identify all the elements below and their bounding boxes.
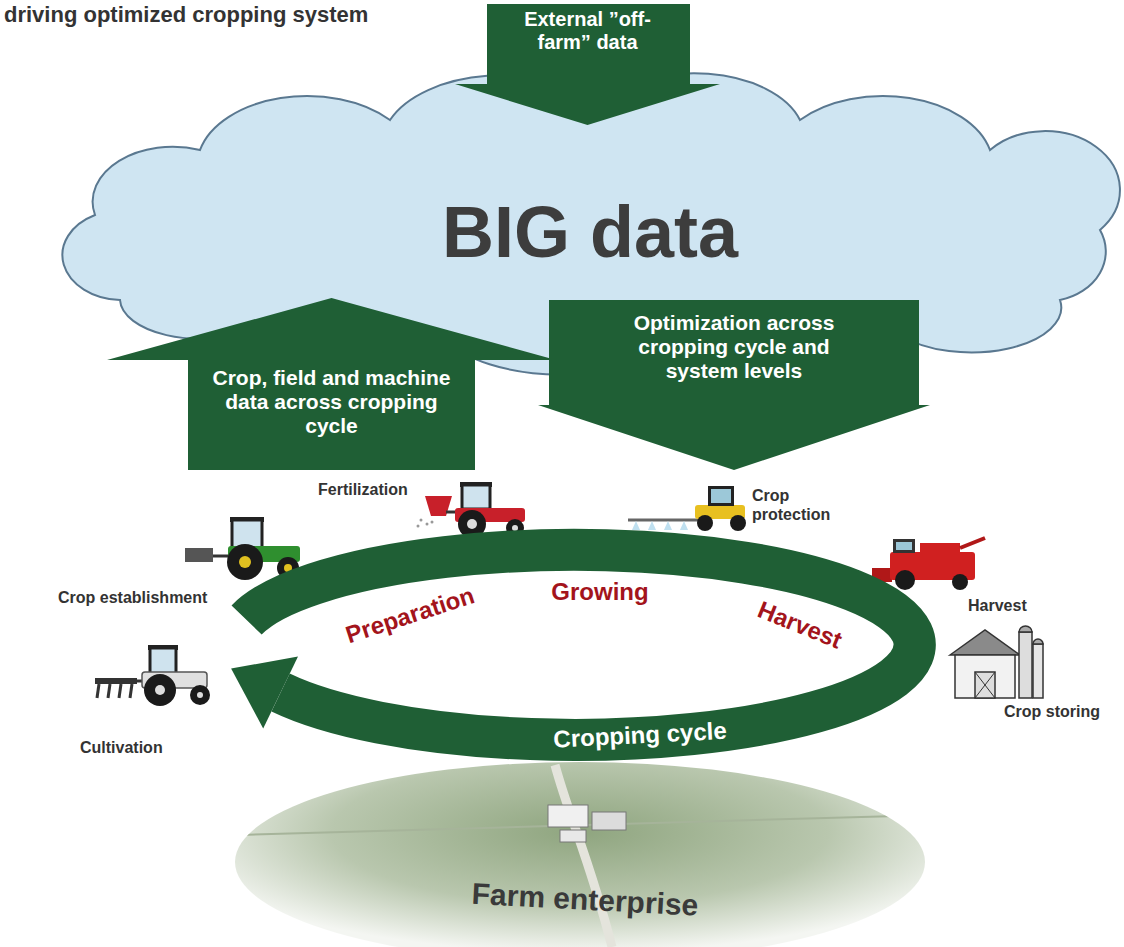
- field-ellipse: [235, 762, 925, 947]
- sprayer-icon-part: [697, 515, 713, 531]
- fertilizer-tractor-icon: [417, 482, 526, 538]
- cycle-arrowhead: [231, 657, 298, 729]
- sprayer-icon-part: [628, 519, 700, 522]
- sprayer-icon-part: [730, 515, 746, 531]
- farm-enterprise-field-outline: [230, 765, 930, 947]
- fertilizer-tractor-icon-part: [467, 519, 477, 529]
- cultivator-tractor-icon-part: [190, 685, 210, 705]
- cultivator-tractor-icon-part: [197, 692, 203, 698]
- field-road: [555, 765, 612, 947]
- fertilizer-tractor-icon-part: [431, 521, 434, 524]
- barn-and-silo-icon-part: [975, 672, 995, 698]
- barn-and-silo-icon-part: [950, 630, 1020, 655]
- diagram-title: driving optimized cropping system: [4, 2, 368, 28]
- fertilizer-tractor-icon-part: [420, 519, 423, 522]
- cultivator-tractor-icon-part: [144, 674, 176, 706]
- sprayer-icon: [628, 486, 746, 531]
- seeding-tractor-icon-part: [185, 548, 213, 562]
- seeding-tractor-icon-part: [239, 556, 251, 568]
- arrow-shape: [107, 298, 556, 470]
- arrow-text: External ”off-farm” data: [513, 8, 663, 54]
- cultivator-tractor-icon-part: [97, 684, 99, 698]
- barn-and-silo-icon-part: [975, 672, 995, 698]
- barn-and-silo-icon-part: [1019, 626, 1032, 632]
- combine-harvester-icon-part: [920, 543, 960, 555]
- farm-building: [592, 812, 626, 830]
- cultivator-tractor-icon: [95, 645, 210, 706]
- combine-harvester-icon-part: [895, 570, 915, 590]
- arrow-shape: [538, 300, 930, 470]
- combine-harvester-icon-part: [893, 539, 915, 553]
- cultivator-tractor-icon-part: [95, 678, 137, 684]
- cultivator-tractor-icon-part: [130, 684, 132, 698]
- barn-and-silo-icon: [950, 626, 1043, 698]
- cultivator-tractor-icon-part: [150, 648, 176, 674]
- step-label: Crop establishment: [58, 588, 207, 607]
- cultivator-tractor-icon-part: [108, 684, 110, 698]
- fertilizer-tractor-icon-part: [462, 485, 490, 509]
- seeding-tractor-icon: [185, 517, 300, 580]
- farm-enterprise-field: Farm enterprise: [230, 765, 930, 947]
- seeding-tractor-icon-part: [213, 555, 230, 558]
- barn-and-silo-icon-part: [1033, 639, 1043, 644]
- cloud-title: BIG data: [442, 191, 738, 274]
- combine-harvester-icon-part: [960, 538, 985, 548]
- optimization-down-arrow: Optimization across cropping cycle and s…: [538, 300, 930, 470]
- seeding-tractor-icon-part: [227, 544, 263, 580]
- combine-harvester-icon-part: [952, 574, 968, 590]
- cultivator-tractor-icon-part: [155, 685, 165, 695]
- farm-data-up-arrow: Crop, field and machine data across crop…: [107, 298, 556, 470]
- sprayer-icon-part: [632, 521, 640, 530]
- sprayer-icon-part: [680, 521, 688, 530]
- sprayer-icon-part: [708, 486, 734, 506]
- barn-and-silo-icon-part: [955, 655, 1015, 698]
- cycle-ring: [247, 550, 915, 740]
- sprayer-icon-part: [711, 489, 731, 503]
- fertilizer-tractor-icon-part: [512, 525, 518, 531]
- cropping-cycle-ring: PreparationGrowingHarvestCropping cycle: [180, 520, 960, 770]
- farm-building: [548, 805, 588, 827]
- phase-label: Growing: [551, 578, 648, 606]
- field-details: [240, 765, 930, 947]
- cultivator-tractor-icon-part: [119, 684, 121, 698]
- fertilizer-tractor-icon-part: [426, 523, 429, 526]
- step-label: Crop protection: [752, 486, 852, 524]
- farm-building: [560, 830, 586, 842]
- fertilizer-tractor-icon-part: [417, 525, 420, 528]
- external-data-arrow: External ”off-farm” data: [455, 4, 720, 125]
- step-label: Harvest: [968, 596, 1027, 615]
- combine-harvester-icon-part: [896, 542, 912, 550]
- barn-and-silo-icon-part: [1019, 632, 1032, 698]
- seeding-tractor-icon-part: [232, 520, 262, 548]
- barn-and-silo-icon-part: [1033, 644, 1043, 698]
- arrow-text: Crop, field and machine data across crop…: [207, 366, 457, 438]
- step-label: Crop storing: [1004, 702, 1100, 721]
- step-label: Cultivation: [80, 738, 163, 757]
- barn-and-silo-icon-part: [975, 672, 995, 698]
- combine-harvester-icon: [872, 538, 985, 590]
- step-label: Fertilization: [318, 480, 408, 499]
- sprayer-icon-part: [648, 521, 656, 530]
- arrow-text: Optimization across cropping cycle and s…: [604, 311, 864, 383]
- sprayer-icon-part: [664, 521, 672, 530]
